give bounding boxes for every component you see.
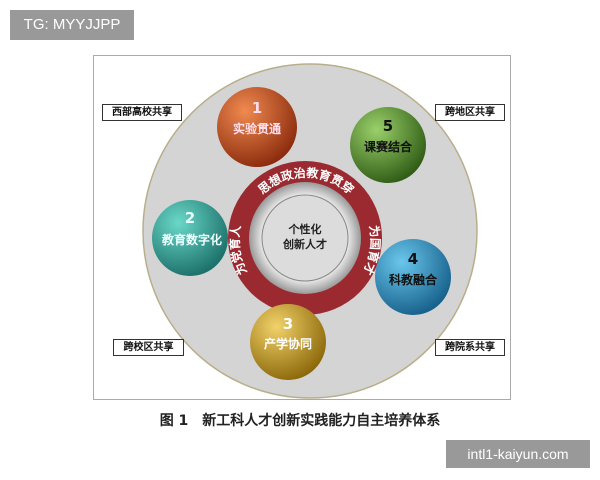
- svg-text:产学协同: 产学协同: [264, 336, 312, 351]
- ball-3: 3 产学协同: [250, 304, 326, 380]
- ball-2: 2 教育数字化: [152, 200, 228, 276]
- figure-caption: 图 1 新工科人才创新实践能力自主培养体系: [159, 413, 441, 429]
- ball-4: 4 科教融合: [375, 239, 451, 315]
- watermark-top: TG: MYYJJPP: [10, 10, 134, 40]
- svg-text:1: 1: [252, 99, 262, 117]
- center-line1: 个性化: [288, 222, 322, 236]
- center-circle: [261, 194, 349, 282]
- ball-1: 1 实验贯通: [217, 87, 297, 167]
- corner-bottom-left: 跨校区共享: [113, 339, 184, 356]
- svg-text:3: 3: [283, 315, 293, 333]
- corner-top-right: 跨地区共享: [435, 104, 505, 121]
- center-line2: 创新人才: [282, 237, 327, 251]
- svg-text:实验贯通: 实验贯通: [233, 121, 281, 136]
- svg-text:教育数字化: 教育数字化: [161, 232, 222, 247]
- svg-text:2: 2: [185, 209, 195, 227]
- watermark-bottom: intl1-kaiyun.com: [446, 440, 590, 468]
- svg-text:4: 4: [408, 250, 418, 268]
- corner-top-left: 西部高校共享: [102, 104, 182, 121]
- corner-bottom-right: 跨院系共享: [435, 339, 505, 356]
- ball-5: 5 课赛结合: [350, 107, 426, 183]
- svg-text:科教融合: 科教融合: [389, 272, 438, 287]
- svg-text:5: 5: [383, 117, 393, 135]
- svg-text:课赛结合: 课赛结合: [364, 139, 413, 154]
